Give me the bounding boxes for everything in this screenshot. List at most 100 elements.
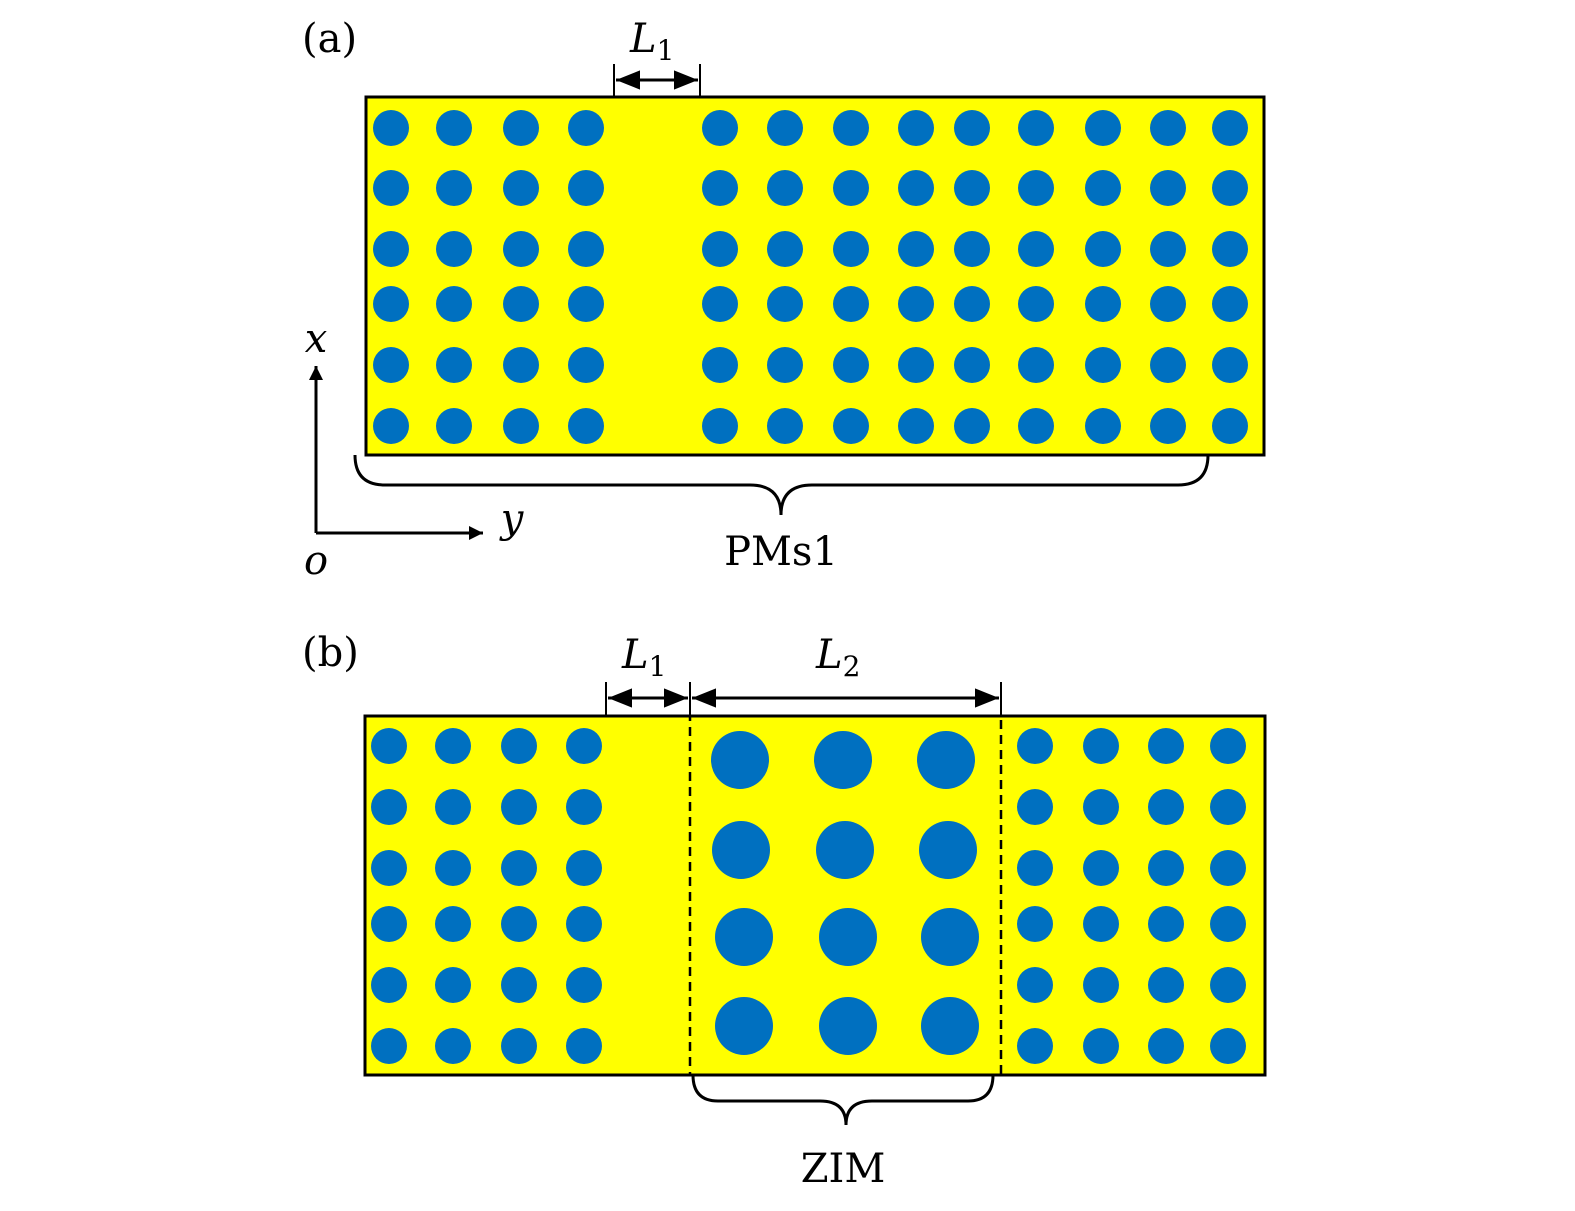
dielectric-rod: [435, 728, 471, 764]
zim-rod: [715, 908, 773, 966]
zim-rod: [816, 821, 874, 879]
dielectric-rod: [1018, 408, 1054, 444]
dielectric-rod: [436, 170, 472, 206]
dielectric-rod: [373, 347, 409, 383]
dielectric-rod: [435, 967, 471, 1003]
dielectric-rod: [1018, 347, 1054, 383]
dielectric-rod: [371, 1028, 407, 1064]
dielectric-rod: [767, 408, 803, 444]
dielectric-rod: [568, 170, 604, 206]
dielectric-rod: [1017, 728, 1053, 764]
pms1-label: PMs1: [724, 529, 838, 575]
dielectric-rod: [1085, 286, 1121, 322]
dielectric-rod: [1018, 286, 1054, 322]
dielectric-rod: [503, 170, 539, 206]
dielectric-rod: [501, 1028, 537, 1064]
dielectric-rod: [702, 231, 738, 267]
zim-rod: [715, 997, 773, 1055]
dielectric-rod: [1212, 231, 1248, 267]
dielectric-rod: [767, 231, 803, 267]
dielectric-rod: [954, 110, 990, 146]
zim-rod: [919, 821, 977, 879]
photonic-crystal-slab-a: [364, 95, 1266, 457]
dielectric-rod: [1083, 967, 1119, 1003]
zim-rod: [819, 908, 877, 966]
dielectric-rod: [566, 728, 602, 764]
dielectric-rod: [566, 1028, 602, 1064]
dielectric-rod: [436, 231, 472, 267]
zim-region-box: [688, 714, 1003, 1077]
dielectric-rod: [1083, 906, 1119, 942]
dielectric-rod: [1017, 906, 1053, 942]
dielectric-rod: [1148, 906, 1184, 942]
l2-label: L2: [815, 632, 860, 683]
dielectric-rod: [373, 231, 409, 267]
dielectric-rod: [954, 408, 990, 444]
x-axis-label: x: [305, 316, 328, 362]
dielectric-rod: [1018, 110, 1054, 146]
dielectric-rod: [1018, 170, 1054, 206]
dielectric-rod: [1150, 110, 1186, 146]
y-axis-label: y: [499, 496, 525, 542]
dielectric-rod: [1017, 1028, 1053, 1064]
dielectric-rod: [371, 789, 407, 825]
dielectric-rod: [1212, 408, 1248, 444]
dielectric-rod: [1017, 789, 1053, 825]
dielectric-rod: [1210, 789, 1246, 825]
dielectric-rod: [954, 347, 990, 383]
dielectric-rod: [1148, 789, 1184, 825]
dielectric-rod: [436, 347, 472, 383]
dielectric-rod: [1210, 1028, 1246, 1064]
dielectric-rod: [1148, 1028, 1184, 1064]
dielectric-rod: [898, 286, 934, 322]
dielectric-rod: [503, 286, 539, 322]
dielectric-rod: [1085, 170, 1121, 206]
l1-label-b: L1: [621, 632, 666, 683]
dielectric-rod: [501, 906, 537, 942]
dielectric-rod: [702, 347, 738, 383]
dielectric-rod: [954, 231, 990, 267]
dielectric-rod: [833, 110, 869, 146]
photonic-crystal-slab-b: [363, 714, 1267, 1077]
zim-label: ZIM: [801, 1146, 886, 1192]
dielectric-rod: [1150, 347, 1186, 383]
dielectric-rod: [1017, 967, 1053, 1003]
dielectric-rod: [435, 906, 471, 942]
dielectric-rod: [566, 967, 602, 1003]
dielectric-rod: [435, 1028, 471, 1064]
dielectric-rod: [833, 408, 869, 444]
panel-a: (a) L1 PMs1 x y o: [302, 16, 1266, 584]
dielectric-rod: [833, 286, 869, 322]
dielectric-rod: [1150, 231, 1186, 267]
dielectric-rod: [1212, 110, 1248, 146]
dielectric-rod: [1148, 850, 1184, 886]
panel-b-label: (b): [302, 630, 359, 676]
dielectric-rod: [954, 286, 990, 322]
dielectric-rod: [767, 286, 803, 322]
dielectric-rod: [702, 110, 738, 146]
zim-rod: [917, 731, 975, 789]
dielectric-rod: [833, 231, 869, 267]
dielectric-rod: [954, 170, 990, 206]
dielectric-rod: [898, 110, 934, 146]
origin-label: o: [304, 538, 328, 584]
dielectric-rod: [833, 347, 869, 383]
rods-b: [371, 728, 1246, 1064]
dielectric-rod: [568, 286, 604, 322]
dielectric-rod: [1085, 110, 1121, 146]
dielectric-rod: [1148, 728, 1184, 764]
dielectric-rod: [1085, 231, 1121, 267]
zim-rod: [921, 997, 979, 1055]
dielectric-rod: [371, 728, 407, 764]
dielectric-rod: [1212, 347, 1248, 383]
zim-brace: [691, 1074, 995, 1126]
dielectric-rod: [436, 408, 472, 444]
zim-rod: [712, 821, 770, 879]
dielectric-rod: [702, 286, 738, 322]
dielectric-rod: [566, 850, 602, 886]
dielectric-rod: [898, 170, 934, 206]
dielectric-rod: [1150, 170, 1186, 206]
dielectric-rod: [503, 231, 539, 267]
dielectric-rod: [1148, 967, 1184, 1003]
rods-a: [373, 110, 1248, 444]
